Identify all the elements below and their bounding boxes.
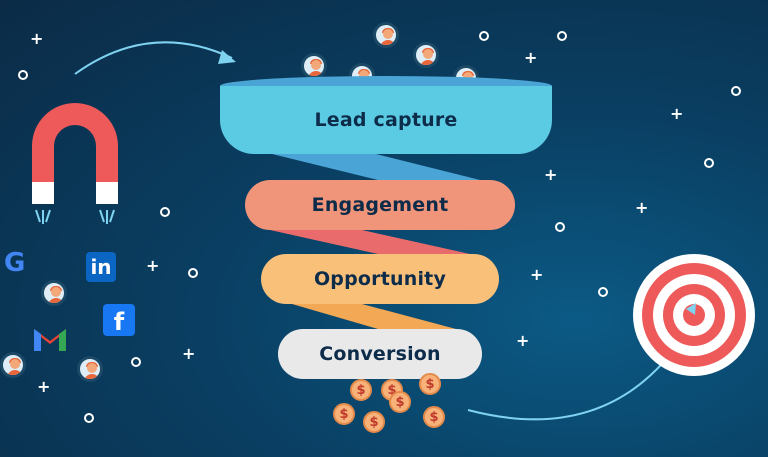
stage-conversion: Conversion [278,329,482,379]
target-icon [632,253,756,377]
stage-label: Opportunity [314,268,446,290]
stage-label: Lead capture [315,109,458,131]
stage-opportunity: Opportunity [261,254,499,304]
dollar-coin-icon: $ [363,411,385,433]
dollar-coin-icon: $ [423,406,445,428]
dollar-coin-icon: $ [333,403,355,425]
stage-label: Conversion [319,343,441,365]
stage-label: Engagement [312,194,449,216]
connector-ribbon [268,153,480,180]
dollar-coin-icon: $ [389,391,411,413]
connector-ribbon [270,230,470,254]
stage-lead-capture: Lead capture [220,86,552,154]
stage-engagement: Engagement [245,180,515,230]
dollar-coin-icon: $ [419,373,441,395]
connector-ribbon [292,304,456,329]
dollar-coin-icon: $ [350,379,372,401]
